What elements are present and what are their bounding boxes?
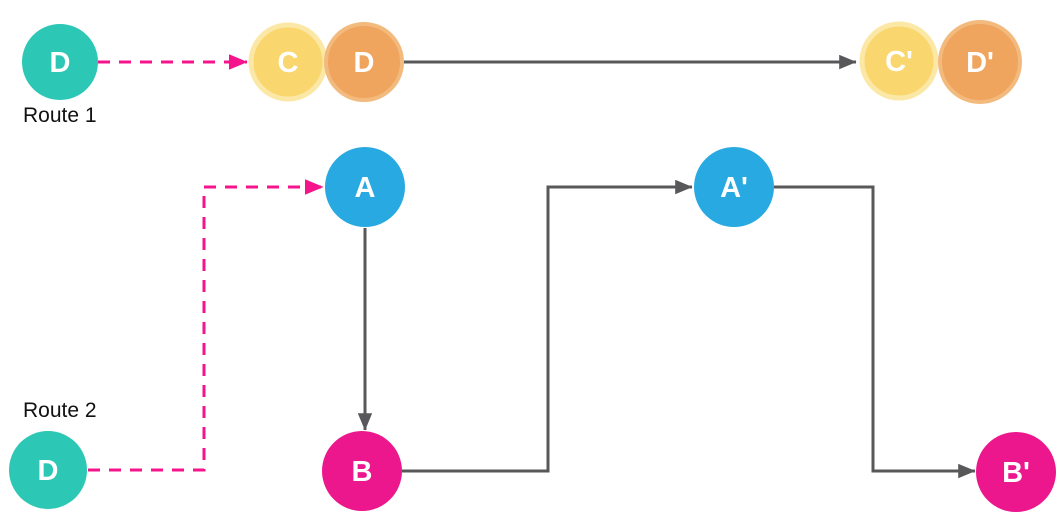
node-route2-start-d-circle (9, 431, 87, 509)
connectors (88, 54, 976, 479)
node-b-prime: B' (976, 432, 1056, 512)
node-d-label: D (354, 47, 375, 79)
node-route1-start-d-label: D (50, 47, 71, 79)
node-a-prime: A' (694, 147, 774, 227)
edge-b-to-aprime (402, 179, 693, 473)
node-b-prime-circle (976, 432, 1056, 512)
node-d-prime-circle (938, 20, 1022, 104)
node-route1-start-d-circle (22, 24, 98, 100)
edge-aprime-to-bprime (774, 185, 976, 479)
node-route1-start-d: D (22, 24, 98, 100)
node-d: D (324, 22, 404, 102)
node-a-label: A (355, 172, 376, 204)
node-c-prime: C' (859, 21, 939, 101)
node-route2-start-d-label: D (38, 455, 59, 487)
node-b: B (322, 431, 402, 511)
route1-label: Route 1 (23, 104, 97, 127)
node-c-label: C (278, 47, 299, 79)
node-a-prime-label: A' (720, 172, 748, 204)
node-c: C (248, 22, 328, 102)
node-a-circle (325, 147, 405, 227)
route2-label: Route 2 (23, 399, 97, 422)
node-route2-start-d: D (9, 431, 87, 509)
node-b-prime-label: B' (1002, 457, 1030, 489)
node-d-prime-label: D' (966, 47, 994, 79)
node-a: A (325, 147, 405, 227)
node-c-prime-circle (859, 21, 939, 101)
node-b-label: B (352, 456, 373, 488)
node-c-prime-label: C' (885, 46, 913, 78)
node-d-prime: D' (938, 20, 1022, 104)
edge-route2-d-to-a (88, 179, 324, 472)
node-b-circle (322, 431, 402, 511)
node-a-prime-circle (694, 147, 774, 227)
node-d-circle (324, 22, 404, 102)
